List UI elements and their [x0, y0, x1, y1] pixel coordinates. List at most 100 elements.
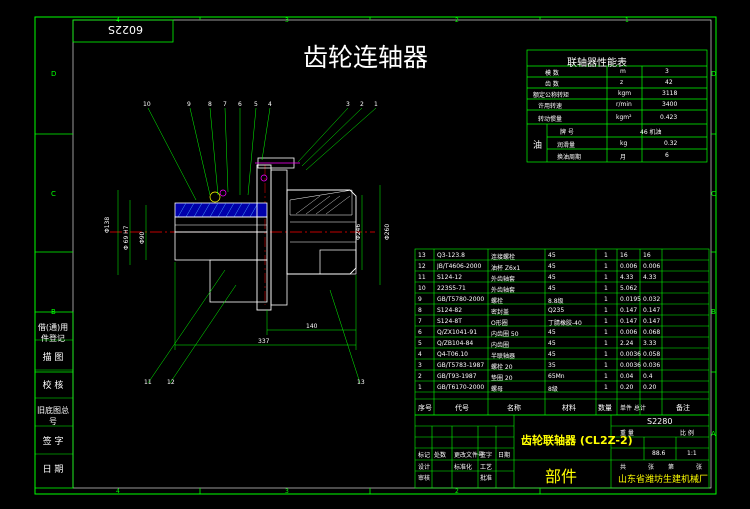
sheet-total: 共: [620, 464, 627, 471]
bom-cell: Q4-T06.10: [437, 351, 468, 358]
bom-cell: 丁腈橡胶-40: [548, 320, 582, 327]
bom-cell: 0.032: [643, 296, 661, 303]
tb-label: 处数: [434, 452, 447, 459]
bom-cell: 1: [604, 329, 608, 336]
bom-cell: 垫圈 20: [491, 375, 513, 382]
tb-label: 更改文件号: [454, 452, 485, 459]
category-label: 部件: [545, 467, 578, 486]
zone-letter-c: C: [51, 190, 56, 198]
bom-cell: 1: [604, 362, 608, 369]
bom-grid: [414, 248, 710, 416]
callout: 10: [143, 101, 151, 108]
bom-cell: 65Mn: [548, 373, 565, 380]
bom-cell: GB/T5780-2000: [437, 296, 485, 303]
bom-cell: 45: [548, 285, 556, 292]
bom-cell: 45: [548, 252, 556, 259]
bom-cell: 12: [418, 263, 426, 270]
stamp-box: [72, 19, 174, 43]
perf-row-name: 许用转速: [538, 103, 563, 110]
bom-cell: 0.04: [620, 373, 634, 380]
bom-cell: 0.0036: [620, 351, 641, 358]
inner-frame: [72, 19, 712, 489]
bom-cell: S124-82: [437, 307, 463, 314]
bom-cell: 0.006: [620, 329, 638, 336]
bom-cell: S124-12: [437, 274, 463, 281]
bom-cell: 45: [548, 351, 556, 358]
side-label-old-drawing: 旧底图总号: [37, 406, 69, 426]
perf-oil-r3c: 6: [665, 152, 669, 159]
bom-cell: GB/T93-1987: [437, 373, 477, 380]
bom-cell: 1: [604, 351, 608, 358]
tb-label: 审核: [418, 475, 431, 482]
dim-d1: Φ138: [104, 216, 111, 233]
bom-cell: 螺栓: [491, 298, 504, 305]
dim-len2: 337: [258, 338, 270, 345]
perf-row-sym: z: [620, 79, 624, 86]
bom-header-no: 序号: [418, 404, 432, 412]
perf-row-sym: kgm²: [616, 114, 632, 121]
bom-cell: 0.20: [620, 384, 634, 391]
side-label-register: 借(通)用件登记: [37, 323, 69, 343]
side-label-date: 日 期: [42, 465, 64, 475]
bom-cell: 0.4: [643, 373, 653, 380]
drawing-title: 齿轮连轴器: [303, 43, 429, 72]
perf-oil-r2c: 0.32: [664, 140, 678, 147]
perf-row-val: 42: [665, 79, 673, 86]
sheet-no: 第: [668, 464, 675, 471]
perf-row-val: 3118: [662, 90, 678, 97]
perf-row-name: 额定公称转矩: [533, 92, 570, 99]
callout: 4: [268, 101, 272, 108]
callout: 9: [187, 101, 191, 108]
bom-cell: 0.147: [620, 307, 638, 314]
bom-cell: 1: [604, 252, 608, 259]
zone-number-3: 3: [285, 17, 289, 24]
zone-number-4: 4: [116, 17, 120, 24]
bom-cell: Q/ZX1041-91: [437, 329, 478, 336]
zone-letter-b: B: [51, 308, 56, 316]
side-label-check: 校 核: [42, 381, 64, 391]
bom-cell: 1: [604, 373, 608, 380]
bom-cell: 35: [548, 362, 556, 369]
callout: 2: [360, 101, 364, 108]
bom-cell: Q235: [548, 307, 565, 314]
bom-cell: 外齿轴套: [491, 287, 516, 294]
part-name: 齿轮联轴器 (CL2Z-2): [521, 434, 633, 447]
bom-header-weight: 单件 总计: [620, 405, 646, 412]
dim-d3: Φ90: [139, 231, 146, 244]
bom-cell: 0.068: [643, 329, 661, 336]
bom-header-qty: 数量: [598, 404, 612, 412]
bom-cell: 外齿轴套: [491, 276, 516, 283]
perf-oil-label: 油: [533, 141, 543, 151]
bom-cell: 4.33: [620, 274, 634, 281]
bom-cell: 0.036: [643, 362, 661, 369]
zone-letter-a-right: A: [711, 430, 716, 438]
left-hub-section: [174, 202, 268, 218]
bom-cell: 半联轴器: [491, 353, 516, 360]
bom-cell: 45: [548, 329, 556, 336]
drawing-number: S2280: [647, 417, 673, 426]
side-label-sign: 签 字: [42, 437, 64, 447]
bom-cell: 0.0195: [620, 296, 641, 303]
bom-header-name: 名称: [507, 404, 521, 412]
title-block-grid: [414, 414, 710, 489]
bom-cell: 16: [643, 252, 651, 259]
perf-oil-r2a: 润滑量: [557, 142, 576, 149]
bom-cell: 4: [418, 351, 422, 358]
tb-label: 工艺: [480, 464, 493, 471]
zone-letter-c-right: C: [711, 190, 716, 198]
bom-cell: 连接螺栓: [491, 254, 516, 261]
scale-value: 1:1: [687, 450, 697, 457]
bom-cell: 8: [418, 307, 422, 314]
dim-d4: Φ246: [355, 223, 362, 240]
bom-cell: 3.33: [643, 340, 657, 347]
scale-label: 比 例: [680, 430, 694, 437]
sheet-unit-2: 张: [696, 464, 703, 471]
bom-cell: 0.20: [643, 384, 657, 391]
zone-letter-d: D: [51, 70, 57, 78]
zone-number-1: 1: [625, 17, 629, 24]
callout: 1: [374, 101, 378, 108]
bom-cell: 螺栓 20: [491, 364, 513, 371]
bom-cell: 16: [620, 252, 628, 259]
bom-cell: 0.006: [643, 263, 661, 270]
